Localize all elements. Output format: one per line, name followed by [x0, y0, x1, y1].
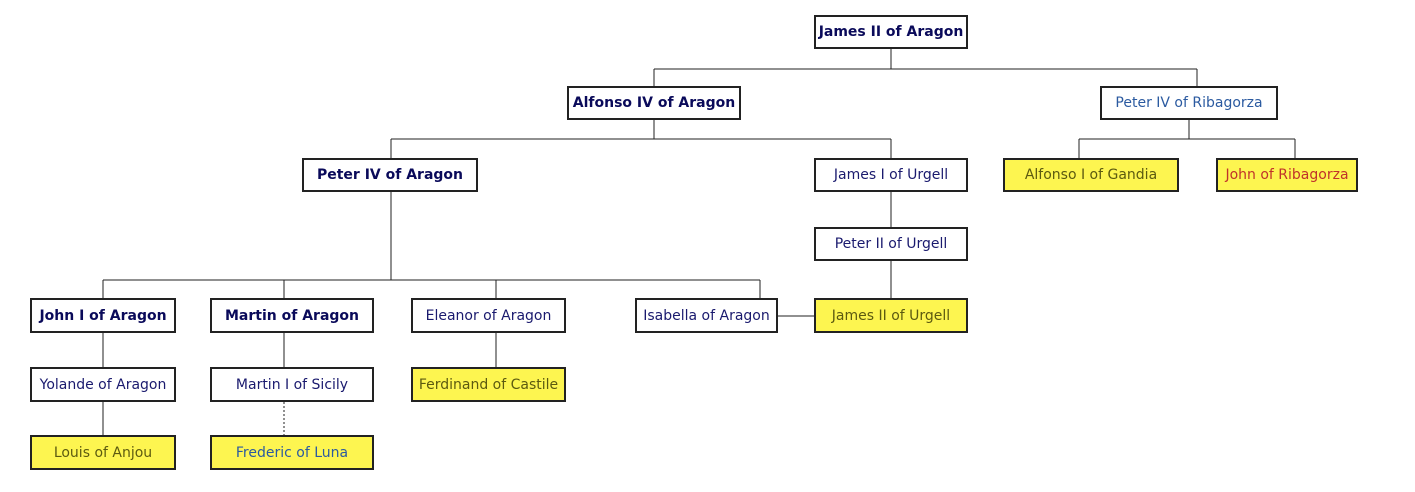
- node-alfonso-i-of-gandia[interactable]: Alfonso I of Gandia: [1003, 158, 1179, 192]
- node-alfonso-iv-of-aragon[interactable]: Alfonso IV of Aragon: [567, 86, 741, 120]
- node-martin-i-of-sicily[interactable]: Martin I of Sicily: [210, 367, 374, 402]
- node-james-i-of-urgell[interactable]: James I of Urgell: [814, 158, 968, 192]
- node-frederic-of-luna[interactable]: Frederic of Luna: [210, 435, 374, 470]
- node-eleanor-of-aragon[interactable]: Eleanor of Aragon: [411, 298, 566, 333]
- node-yolande-of-aragon[interactable]: Yolande of Aragon: [30, 367, 176, 402]
- node-peter-ii-of-urgell[interactable]: Peter II of Urgell: [814, 227, 968, 261]
- node-james-ii-of-urgell[interactable]: James II of Urgell: [814, 298, 968, 333]
- node-ferdinand-of-castile[interactable]: Ferdinand of Castile: [411, 367, 566, 402]
- node-john-of-ribagorza[interactable]: John of Ribagorza: [1216, 158, 1358, 192]
- node-peter-iv-of-ribagorza[interactable]: Peter IV of Ribagorza: [1100, 86, 1278, 120]
- node-john-i-of-aragon[interactable]: John I of Aragon: [30, 298, 176, 333]
- node-martin-of-aragon[interactable]: Martin of Aragon: [210, 298, 374, 333]
- node-louis-of-anjou[interactable]: Louis of Anjou: [30, 435, 176, 470]
- node-isabella-of-aragon[interactable]: Isabella of Aragon: [635, 298, 778, 333]
- node-james-ii-of-aragon[interactable]: James II of Aragon: [814, 15, 968, 49]
- node-peter-iv-of-aragon[interactable]: Peter IV of Aragon: [302, 158, 478, 192]
